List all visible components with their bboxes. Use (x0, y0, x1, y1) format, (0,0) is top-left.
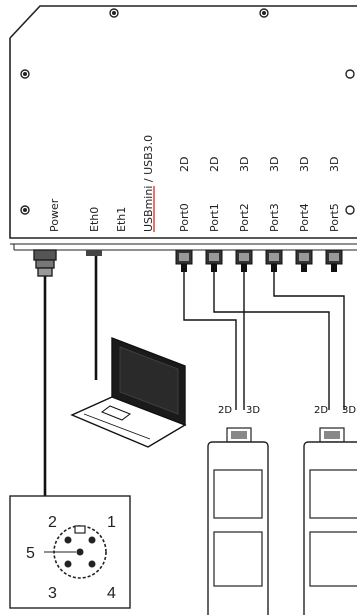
sensor-2: 2D 3D (303, 405, 357, 615)
port-socket-3 (265, 249, 283, 272)
port-label-5: Port5 (328, 203, 341, 232)
sensor2-label-3d: 3D (342, 405, 356, 416)
screw-icon (20, 205, 30, 215)
pin-label-3: 3 (48, 585, 57, 602)
screw-icon (20, 69, 30, 79)
eth0-socket (86, 250, 102, 256)
eth0-label: Eth0 (88, 207, 101, 232)
port-mode-3: 3D (268, 157, 281, 172)
port-socket-4 (295, 249, 313, 272)
connector-pinout: 1 2 3 4 5 (9, 495, 131, 609)
usb-label: USBmini / USB3.0 (142, 135, 155, 232)
screw-icon (345, 205, 355, 215)
port-labels: Port0 2D Port1 2D Port2 3D Port3 3D Port4 3D Port5… (178, 157, 341, 232)
screw-icon (345, 69, 355, 79)
pin-2 (64, 536, 72, 544)
screw-icon (259, 8, 269, 18)
power-label: Power (48, 198, 61, 232)
pin-5 (76, 548, 84, 556)
port-socket-2 (235, 249, 253, 272)
sensor1-label-3d: 3D (246, 405, 260, 416)
pin-3 (64, 560, 72, 568)
pin-label-5: 5 (26, 545, 35, 562)
port-label-0: Port0 (178, 203, 191, 232)
port-mode-1: 2D (208, 157, 221, 172)
port-mode-2: 3D (238, 157, 251, 172)
port-label-2: Port2 (238, 203, 251, 232)
sensor1-label-2d: 2D (218, 405, 232, 416)
port-mode-0: 2D (178, 157, 191, 172)
power-connector (33, 249, 57, 277)
pin-4 (88, 560, 96, 568)
port-mode-4: 3D (298, 157, 311, 172)
port-socket-5 (325, 249, 343, 272)
laptop-icon (70, 336, 187, 448)
eth1-label: Eth1 (115, 207, 128, 232)
port-sockets (175, 249, 343, 272)
port-label-3: Port3 (268, 203, 281, 232)
sensor2-label-2d: 2D (314, 405, 328, 416)
interface-labels: Power Eth0 Eth1 USBmini / USB3.0 (48, 135, 155, 232)
mounting-screws (20, 8, 355, 215)
screw-icon (109, 8, 119, 18)
pin-label-4: 4 (107, 585, 116, 602)
port-socket-1 (205, 249, 223, 272)
cables (43, 256, 98, 500)
port-socket-0 (175, 249, 193, 272)
port-mode-5: 3D (328, 157, 341, 172)
pin-1 (88, 536, 96, 544)
sensor-cables (183, 272, 345, 410)
sensor-1: 2D 3D (207, 405, 269, 615)
pin-label-2: 2 (48, 514, 57, 531)
port-label-1: Port1 (208, 203, 221, 232)
port-label-4: Port4 (298, 203, 311, 232)
pin-label-1: 1 (107, 514, 116, 531)
